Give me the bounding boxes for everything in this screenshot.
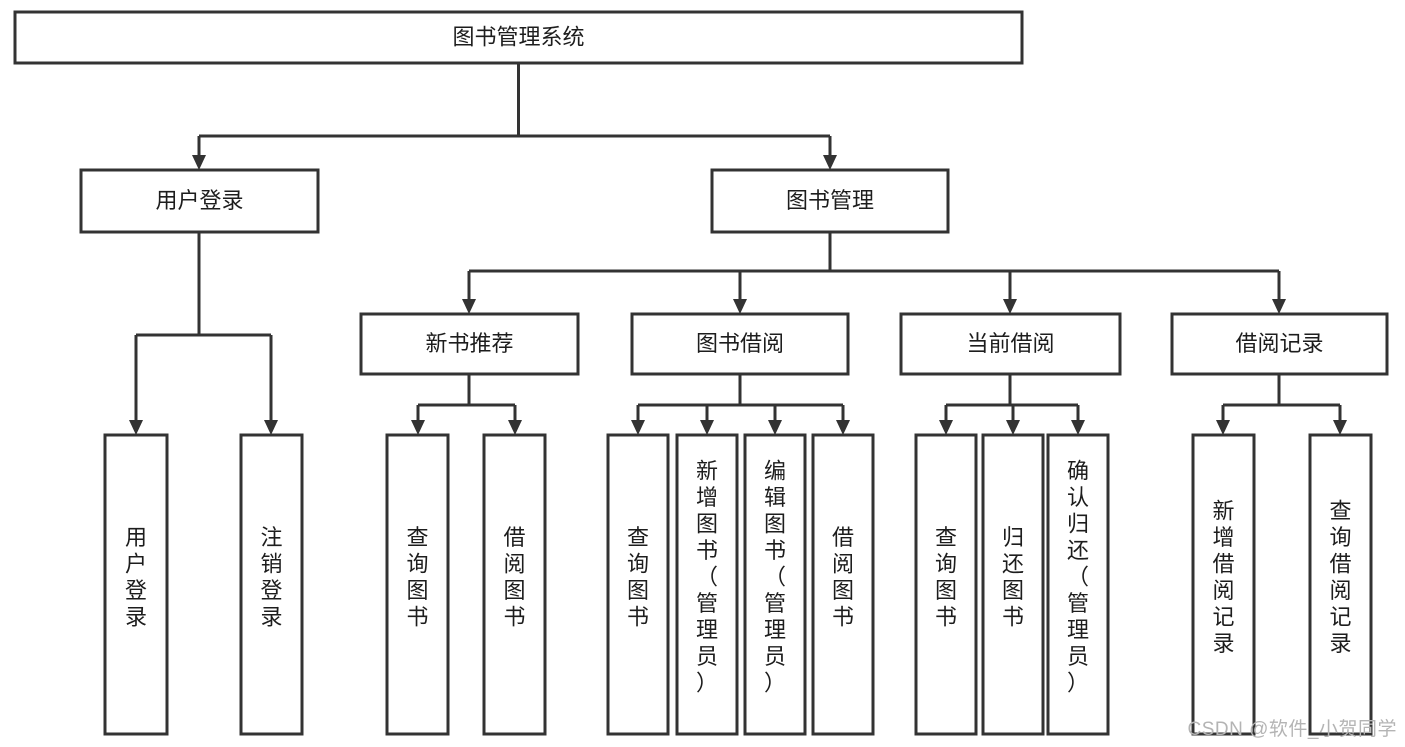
- node-label: 查询图书: [627, 525, 649, 630]
- node-box: [914, 433, 978, 736]
- node-box: [239, 433, 304, 736]
- node-box: [743, 433, 807, 736]
- arrow-head-icon: [264, 420, 278, 435]
- arrow-head-icon: [192, 155, 206, 170]
- node-leaf-add-record[interactable]: 新增借阅记录: [1191, 433, 1256, 736]
- node-box: [710, 168, 950, 234]
- node-label: 借阅图书: [503, 525, 525, 630]
- node-box: [899, 312, 1122, 376]
- node-leaf-return-book[interactable]: 归还图书: [981, 433, 1045, 736]
- node-label: 归还图书: [1002, 525, 1024, 630]
- arrow-head-icon: [1272, 299, 1286, 314]
- node-current-borrow[interactable]: 当前借阅: [899, 312, 1122, 376]
- node-leaf-query-record[interactable]: 查询借阅记录: [1308, 433, 1373, 736]
- node-label: 借阅图书: [832, 525, 854, 630]
- node-label: 用户登录: [155, 188, 243, 213]
- node-box: [811, 433, 875, 736]
- node-box: [630, 312, 850, 376]
- node-box: [981, 433, 1045, 736]
- node-box: [385, 433, 450, 736]
- node-label: 确认归还（管理员）: [1067, 459, 1089, 696]
- node-box: [13, 10, 1024, 65]
- node-leaf-borrow-book-2[interactable]: 借阅图书: [811, 433, 875, 736]
- arrow-head-icon: [836, 420, 850, 435]
- node-box: [103, 433, 169, 736]
- arrow-head-icon: [939, 420, 953, 435]
- node-label: 图书借阅: [696, 331, 784, 356]
- arrow-head-icon: [1006, 420, 1020, 435]
- node-label: 新增图书（管理员）: [696, 459, 718, 696]
- node-leaf-add-book[interactable]: 新增图书（管理员）: [675, 433, 739, 736]
- node-label: 图书管理系统: [452, 24, 584, 49]
- node-label: 图书管理: [786, 188, 874, 213]
- node-label: 查询图书: [406, 525, 428, 630]
- node-book-manage[interactable]: 图书管理: [710, 168, 950, 234]
- arrow-head-icon: [823, 155, 837, 170]
- arrow-head-icon: [1003, 299, 1017, 314]
- node-label: 查询借阅记录: [1329, 498, 1351, 656]
- arrow-head-icon: [1333, 420, 1347, 435]
- node-label: 新增借阅记录: [1212, 498, 1234, 656]
- node-user-login[interactable]: 用户登录: [79, 168, 320, 234]
- arrow-head-icon: [768, 420, 782, 435]
- node-book-borrow[interactable]: 图书借阅: [630, 312, 850, 376]
- arrow-head-icon: [411, 420, 425, 435]
- node-label: 新书推荐: [425, 331, 513, 356]
- arrow-head-icon: [508, 420, 522, 435]
- arrow-head-icon: [733, 299, 747, 314]
- node-label: 编辑图书（管理员）: [764, 459, 786, 696]
- node-box: [675, 433, 739, 736]
- node-leaf-query-book-1[interactable]: 查询图书: [385, 433, 450, 736]
- node-leaf-confirm-return[interactable]: 确认归还（管理员）: [1046, 433, 1110, 736]
- node-label: 查询图书: [935, 525, 957, 630]
- arrow-head-icon: [129, 420, 143, 435]
- node-leaf-edit-book[interactable]: 编辑图书（管理员）: [743, 433, 807, 736]
- node-label: 用户登录: [125, 525, 147, 630]
- node-leaf-borrow-book-1[interactable]: 借阅图书: [482, 433, 547, 736]
- node-leaf-logout[interactable]: 注销登录: [239, 433, 304, 736]
- connectors-layer: [129, 63, 1347, 435]
- node-box: [1308, 433, 1373, 736]
- node-new-book-recommend[interactable]: 新书推荐: [359, 312, 580, 376]
- node-label: 当前借阅: [966, 331, 1054, 356]
- node-box: [1191, 433, 1256, 736]
- node-box: [606, 433, 670, 736]
- node-borrow-record[interactable]: 借阅记录: [1170, 312, 1389, 376]
- nodes-layer: 图书管理系统用户登录图书管理新书推荐图书借阅当前借阅借阅记录用户登录注销登录查询…: [13, 10, 1389, 736]
- arrow-head-icon: [1071, 420, 1085, 435]
- arrow-head-icon: [1216, 420, 1230, 435]
- node-box: [79, 168, 320, 234]
- node-box: [1046, 433, 1110, 736]
- node-label: 借阅记录: [1235, 331, 1323, 356]
- arrow-head-icon: [462, 299, 476, 314]
- watermark-text: CSDN @软件_小贺同学: [1187, 719, 1397, 740]
- node-box: [1170, 312, 1389, 376]
- node-box: [359, 312, 580, 376]
- node-leaf-user-login[interactable]: 用户登录: [103, 433, 169, 736]
- node-leaf-query-book-3[interactable]: 查询图书: [914, 433, 978, 736]
- node-root[interactable]: 图书管理系统: [13, 10, 1024, 65]
- node-box: [482, 433, 547, 736]
- node-label: 注销登录: [260, 525, 282, 630]
- node-leaf-query-book-2[interactable]: 查询图书: [606, 433, 670, 736]
- arrow-head-icon: [700, 420, 714, 435]
- arrow-head-icon: [631, 420, 645, 435]
